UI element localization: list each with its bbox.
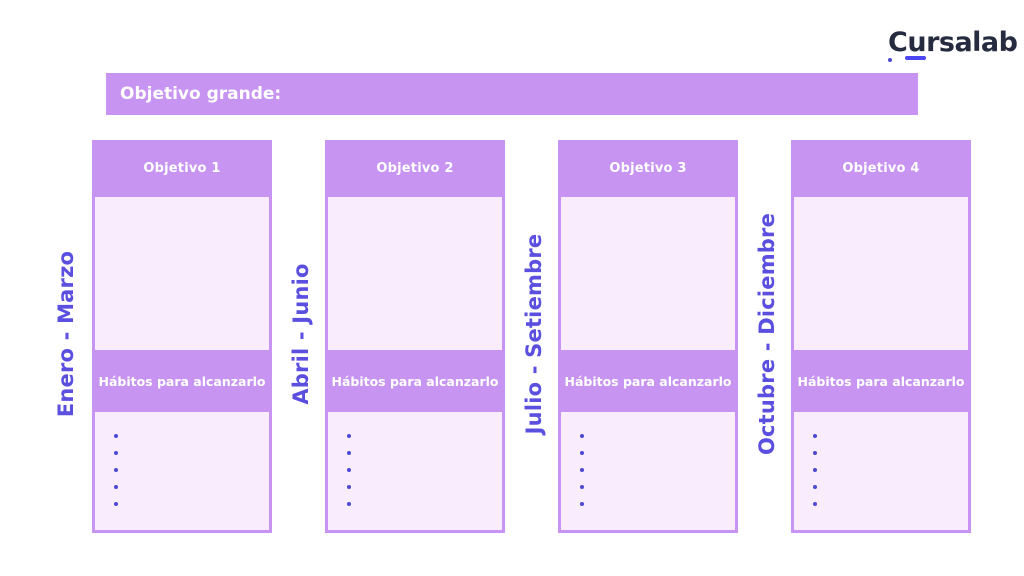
objective-column-3: Objetivo 3 Hábitos para alcanzarlo bbox=[558, 140, 738, 533]
bullet-dot bbox=[114, 451, 118, 455]
quarter-label-octubre-diciembre: Octubre - Diciembre bbox=[755, 212, 779, 456]
objective-3-title: Objetivo 3 bbox=[609, 161, 687, 176]
bullet-dot bbox=[347, 434, 351, 438]
quarter-label-abril-junio: Abril - Junio bbox=[289, 263, 313, 405]
objective-column-4: Objetivo 4 Hábitos para alcanzarlo bbox=[791, 140, 971, 533]
objective-3-habits-list[interactable] bbox=[561, 412, 735, 530]
bullet-dot bbox=[813, 434, 817, 438]
objective-2-habits-list[interactable] bbox=[328, 412, 502, 530]
objective-2-habits-label: Hábitos para alcanzarlo bbox=[331, 373, 499, 389]
bullet-dot bbox=[813, 502, 817, 506]
bullet-dot bbox=[114, 485, 118, 489]
objective-4-habits-label: Hábitos para alcanzarlo bbox=[797, 373, 965, 389]
objective-4-title: Objetivo 4 bbox=[842, 161, 920, 176]
bullet-dot bbox=[813, 451, 817, 455]
cursalab-logo: Cursalab. bbox=[888, 27, 1018, 89]
bullet-dot bbox=[347, 502, 351, 506]
objective-4-habits-list[interactable] bbox=[794, 412, 968, 530]
bullet-dot bbox=[580, 434, 584, 438]
logo-underlined-letter: u bbox=[905, 27, 927, 60]
logo-letters: rsalab bbox=[926, 27, 1018, 58]
objective-3-habits-label: Hábitos para alcanzarlo bbox=[564, 373, 732, 389]
bullet-dot bbox=[580, 451, 584, 455]
logo-letter: C bbox=[888, 27, 908, 58]
objective-column-2: Objetivo 2 Hábitos para alcanzarlo bbox=[325, 140, 505, 533]
bullet-dot bbox=[347, 468, 351, 472]
objective-1-habits-list[interactable] bbox=[95, 412, 269, 530]
big-objective-label: Objetivo grande: bbox=[120, 84, 282, 104]
big-objective-bar[interactable]: Objetivo grande: bbox=[106, 73, 918, 115]
objective-4-notes-area[interactable] bbox=[794, 197, 968, 350]
objective-1-habits-label: Hábitos para alcanzarlo bbox=[98, 373, 266, 389]
bullet-dot bbox=[114, 468, 118, 472]
bullet-dot bbox=[347, 451, 351, 455]
objective-2-notes-area[interactable] bbox=[328, 197, 502, 350]
bullet-dot bbox=[813, 468, 817, 472]
bullet-dot bbox=[114, 502, 118, 506]
bullet-dot bbox=[580, 468, 584, 472]
bullet-dot bbox=[114, 434, 118, 438]
bullet-dot bbox=[347, 485, 351, 489]
objective-column-1: Objetivo 1 Hábitos para alcanzarlo bbox=[92, 140, 272, 533]
objective-1-title: Objetivo 1 bbox=[143, 161, 221, 176]
bullet-dot bbox=[580, 502, 584, 506]
quarter-label-julio-setiembre: Julio - Setiembre bbox=[522, 233, 546, 435]
bullet-dot bbox=[813, 485, 817, 489]
objective-2-title: Objetivo 2 bbox=[376, 161, 454, 176]
logo-period: . bbox=[888, 58, 898, 89]
quarter-label-enero-marzo: Enero - Marzo bbox=[54, 250, 78, 418]
objective-3-notes-area[interactable] bbox=[561, 197, 735, 350]
objective-1-notes-area[interactable] bbox=[95, 197, 269, 350]
bullet-dot bbox=[580, 485, 584, 489]
